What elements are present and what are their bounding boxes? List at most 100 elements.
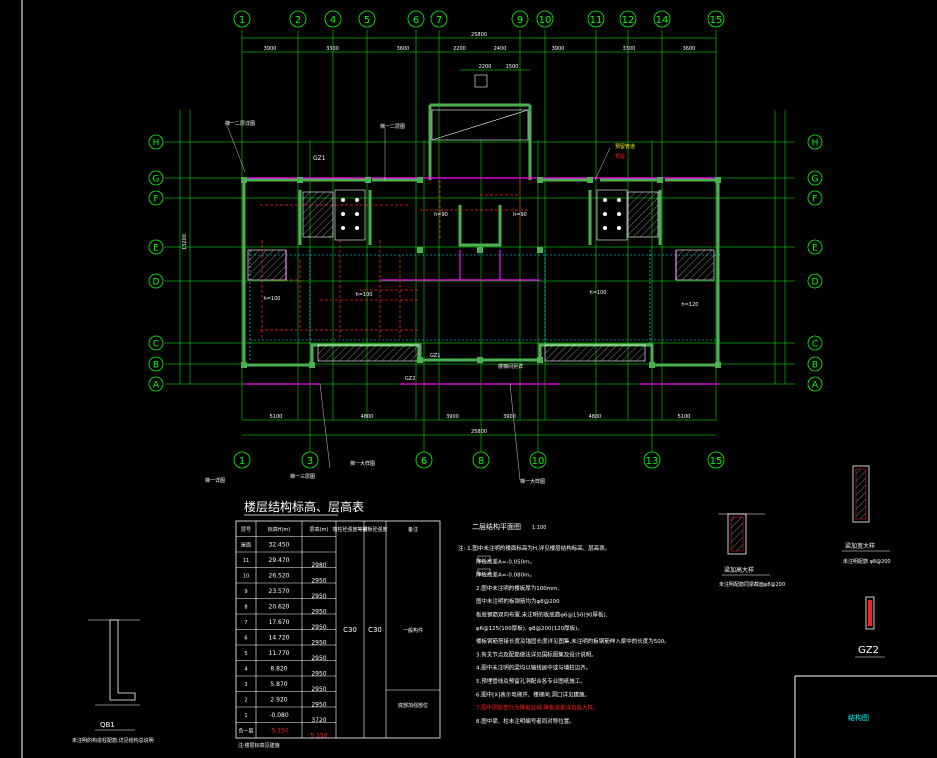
axis-bubble-right-G xyxy=(807,170,823,186)
dim-bottom-5: 5100 xyxy=(678,414,691,420)
note-line-3: 2.图中未注明的楼板厚为100mm, xyxy=(476,584,559,592)
axis-label-right-H: H xyxy=(812,139,819,149)
table-header-0: 层号 xyxy=(241,527,251,533)
axis-bubble-bottom-15 xyxy=(707,451,725,469)
edge-beam-note: 未注明配筋同梁截面φ8@200 xyxy=(719,581,785,588)
column-7 xyxy=(715,177,721,183)
ann-top-right: 预留管道 xyxy=(615,143,635,150)
table-footer: 注:楼层标高见建施 xyxy=(238,742,280,749)
column-14 xyxy=(715,362,721,368)
note-line-6: φ6@125(100厚板), φ8@200(120厚板)。 xyxy=(476,624,583,632)
leader-2 xyxy=(594,147,611,181)
detail-drawings: QB1未注明的构造柱配筋,详见结构总说明梁加高大样未注明配筋同梁截面φ8@200… xyxy=(72,465,891,744)
axis-bubble-right-C xyxy=(807,335,823,351)
table-floor-6: 6 xyxy=(244,636,247,642)
column-11 xyxy=(477,357,483,363)
axis-label-top-15: 15 xyxy=(710,15,723,26)
table-header-5: 备注 xyxy=(408,526,418,533)
column-8 xyxy=(241,362,247,368)
axis-bubble-left-B xyxy=(148,356,164,372)
edge-beam-rebar xyxy=(730,516,744,552)
dim-bottom-4: 4800 xyxy=(589,414,602,420)
ann-bottom-4: 梯一大样图 xyxy=(520,478,545,485)
table-height-8: 2950 xyxy=(311,671,326,678)
axis-bubble-left-C xyxy=(148,335,164,351)
duct-dot xyxy=(603,226,607,230)
dim-total-bottom: 25800 xyxy=(471,429,487,435)
column-10 xyxy=(417,357,423,363)
slab-label-5: h=90 xyxy=(513,212,527,218)
axis-label-top-10: 10 xyxy=(539,15,552,26)
column-3 xyxy=(417,177,423,183)
edge-beam-title: 梁加高大样 xyxy=(724,566,754,574)
table-elev-10: 2.920 xyxy=(270,697,287,704)
table-floor-5: 7 xyxy=(244,620,247,626)
cap-rebar xyxy=(855,468,867,520)
table-floor-7: 5 xyxy=(244,651,247,657)
hatch-area-3 xyxy=(675,249,715,281)
stair-core-wall xyxy=(428,103,532,180)
ann-top-left: 梯一二层详图 xyxy=(225,120,255,127)
column-17 xyxy=(477,247,483,253)
note-line-10: 5.预埋管线及预留孔洞配合各专业图纸施工。 xyxy=(476,677,586,685)
leader-4 xyxy=(509,383,521,481)
note-line-8: 3.有关节点及配筋做法详见国标图集及设计说明。 xyxy=(476,650,597,658)
dim-top-7: 3600 xyxy=(683,46,696,52)
axis-label-bottom-6: 6 xyxy=(421,456,427,467)
stair-landing xyxy=(431,109,529,141)
axis-label-left-F: F xyxy=(153,195,158,205)
note-line-11: 6.图中[X]表示电梯井、楼梯间,洞口详见建施。 xyxy=(476,690,590,698)
duct-dot xyxy=(617,212,621,216)
axis-label-top-7: 7 xyxy=(436,15,442,26)
axis-bubble-top-4 xyxy=(324,10,342,28)
dim-top-6: 3300 xyxy=(623,46,636,52)
table-elev-11: -0.080 xyxy=(269,712,289,719)
table-height-10: 2950 xyxy=(311,702,326,709)
table-height-9: 2950 xyxy=(311,686,326,693)
axis-bubble-bottom-13 xyxy=(643,451,661,469)
table-height-5: 2950 xyxy=(311,624,326,631)
axis-label-left-E: E xyxy=(153,244,159,254)
note-line-2: 降板高差A=-0.080m。 xyxy=(476,571,535,579)
ann-gz-low: GZ2 xyxy=(405,376,415,382)
axis-bubble-bottom-8 xyxy=(472,451,490,469)
column-5 xyxy=(587,177,593,183)
axis-bubble-top-5 xyxy=(358,10,376,28)
table-elev-12: -5.150 xyxy=(269,728,289,735)
axis-label-bottom-15: 15 xyxy=(710,456,723,467)
axis-bubble-left-E xyxy=(148,239,164,255)
table-header-4: 梁板砼强度 xyxy=(362,526,387,533)
table-header-3: 墙柱砼强度等级 xyxy=(332,526,367,533)
table-elev-5: 17.670 xyxy=(269,619,290,626)
table-height-11: 3720 xyxy=(311,717,326,724)
axis-bubble-left-G xyxy=(148,170,164,186)
walls xyxy=(241,74,721,385)
duct-dot xyxy=(603,198,607,202)
axis-label-left-C: C xyxy=(153,340,159,350)
stair-diagonal xyxy=(431,109,529,141)
axis-label-right-D: D xyxy=(812,278,819,288)
column-16 xyxy=(537,247,543,253)
axis-label-right-G: G xyxy=(812,175,819,185)
ann-stair-text: 楼梯间另详 xyxy=(498,363,523,370)
dim-bottom-2: 3900 xyxy=(446,414,459,420)
hatch-area-5 xyxy=(544,344,646,362)
floor-elevation-table: 楼层结构标高、层高表 层号标高H(m)层高(m)墙柱砼强度等级梁板砼强度备注屋面… xyxy=(235,499,441,749)
cap-title: 梁加宽大样 xyxy=(845,542,875,550)
internal-walls-upper xyxy=(298,190,662,245)
axis-bubble-right-D xyxy=(807,273,823,289)
duct-dot xyxy=(341,226,345,230)
table-elev-9: 5.870 xyxy=(270,681,287,688)
dim-total-top: 25800 xyxy=(471,32,487,38)
column-9 xyxy=(309,362,315,368)
axis-bubble-top-1 xyxy=(233,10,251,28)
table-header-1: 标高H(m) xyxy=(268,526,291,533)
table-elev-1: 29.470 xyxy=(269,557,290,564)
table-floor-10: 2 xyxy=(244,698,247,704)
note-legend-box-1 xyxy=(477,555,491,562)
axis-bubble-right-A xyxy=(807,376,823,392)
axis-bubble-left-H xyxy=(148,134,164,150)
axis-bubble-bottom-6 xyxy=(415,451,433,469)
